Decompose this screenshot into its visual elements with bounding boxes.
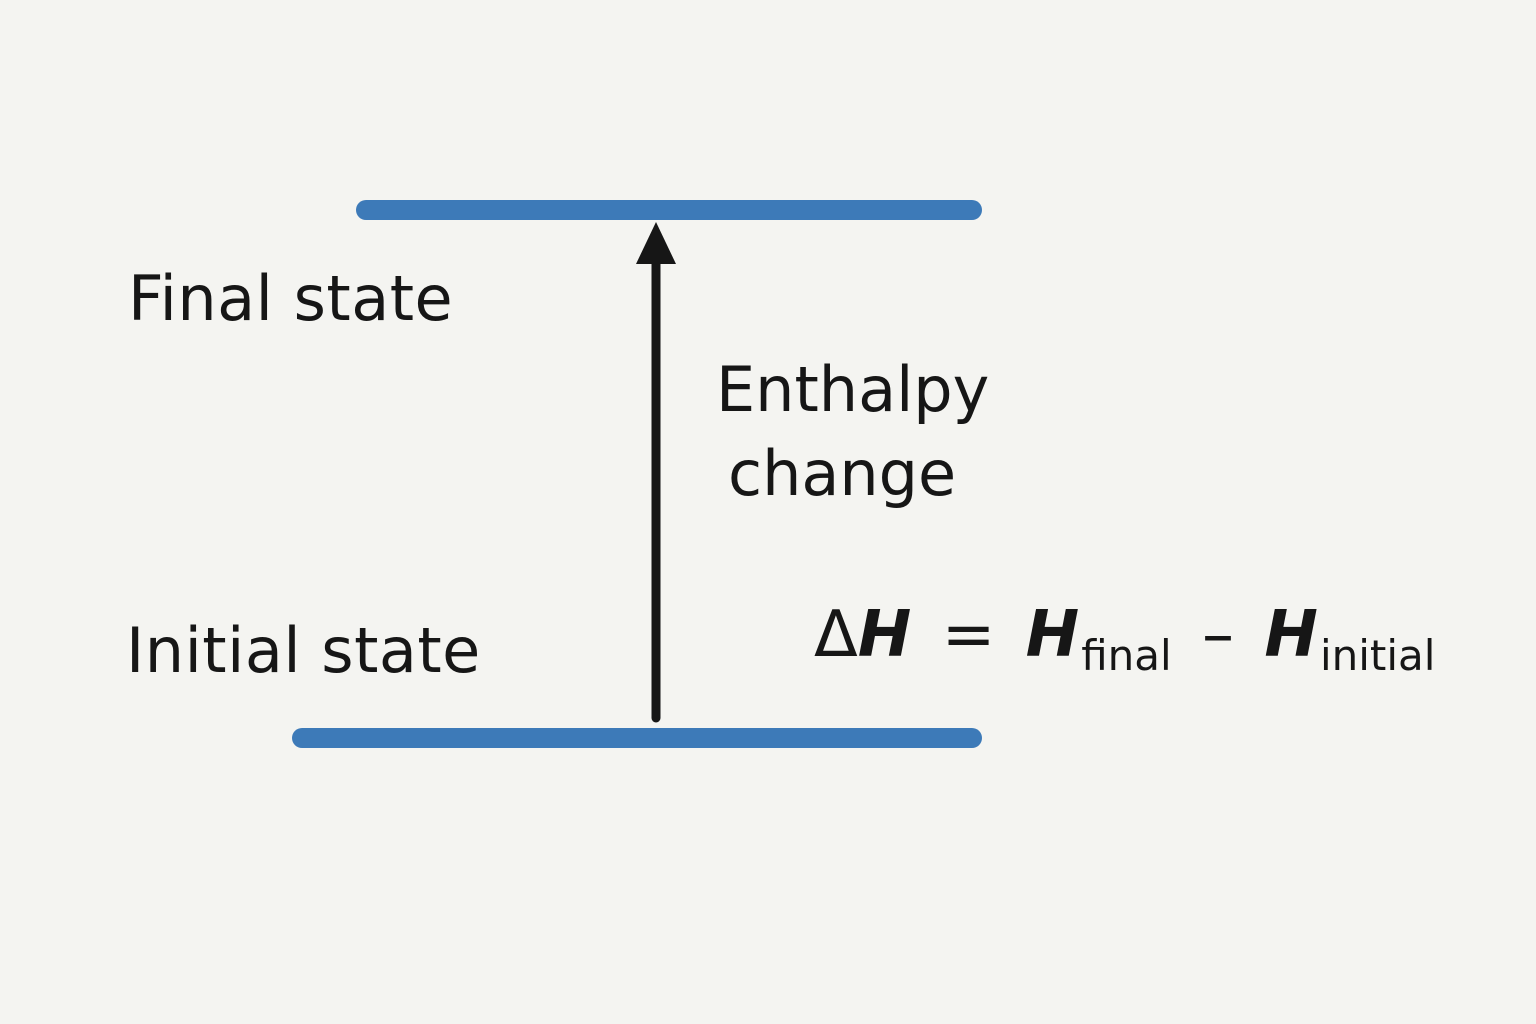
final-state-label: Final state [128, 262, 454, 335]
equation-lhs-var: H [857, 598, 912, 672]
equation-term2-subscript: initial [1319, 631, 1436, 680]
enthalpy-change-label: Enthalpy change [716, 348, 989, 516]
equation-term1-var: H [1025, 598, 1080, 672]
equation-term1-subscript: final [1081, 631, 1172, 680]
enthalpy-change-label-line2: change [728, 437, 957, 510]
initial-state-label: Initial state [126, 614, 481, 687]
enthalpy-change-label-line1: Enthalpy [716, 353, 990, 426]
delta-symbol: Δ [814, 598, 858, 672]
enthalpy-equation: ΔH = Hfinal – Hinitial [814, 598, 1435, 680]
equals-sign: = [941, 598, 996, 672]
enthalpy-arrow-head [636, 222, 676, 264]
equation-term2-var: H [1264, 598, 1318, 672]
minus-sign: – [1202, 598, 1235, 672]
